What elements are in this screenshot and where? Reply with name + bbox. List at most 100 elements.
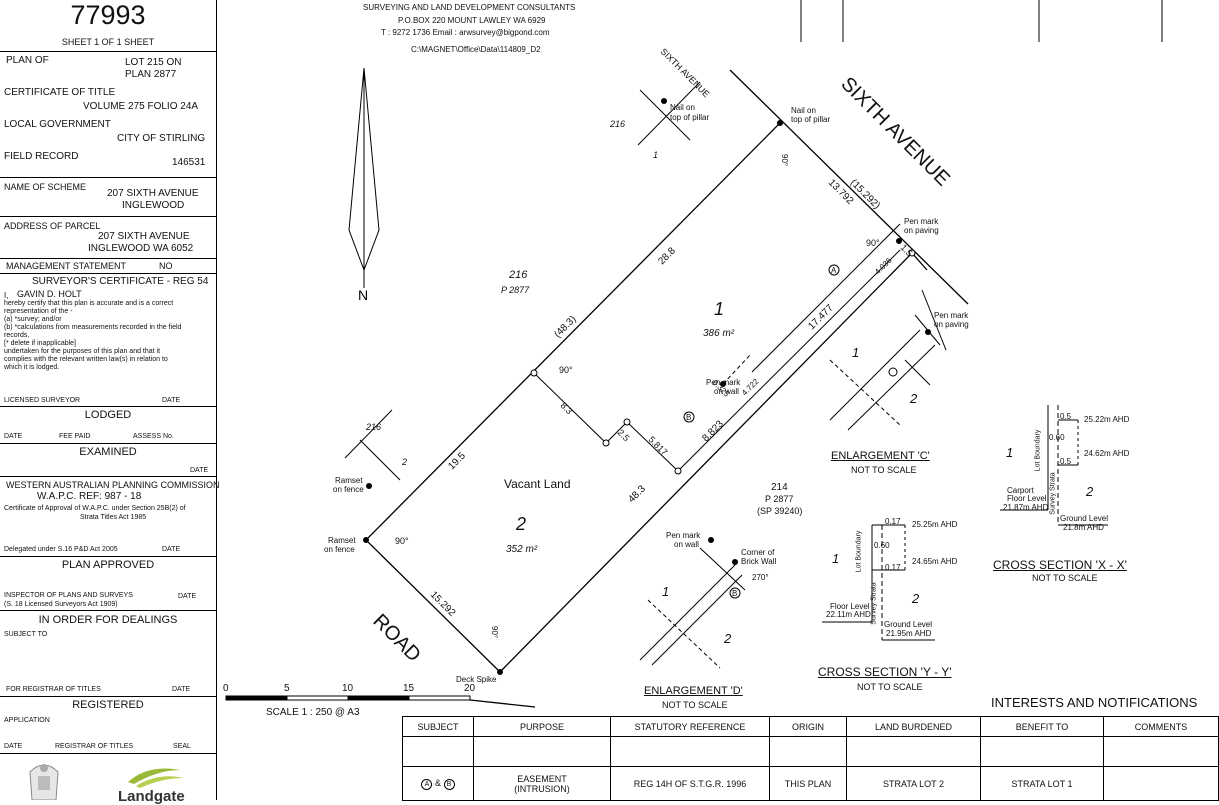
xx-floor-level: Floor Level <box>1007 494 1047 503</box>
ramset-1a: Ramset <box>335 476 363 485</box>
nail-pillar-1b: Nail on <box>791 106 816 115</box>
lot-214-sp: (SP 39240) <box>757 506 802 516</box>
plan-number: 77993 <box>70 0 146 30</box>
col-statutory: STATUTORY REFERENCE <box>610 716 770 737</box>
surveyor-cert-title: SURVEYOR'S CERTIFICATE - REG 54 <box>32 276 209 287</box>
col-origin: ORIGIN <box>769 716 847 737</box>
lot-2-enl-d: 2 <box>723 631 732 646</box>
road-name-sixth-avenue-small: SIXTH AVENUE <box>659 46 712 99</box>
licensed-surveyor-label: LICENSED SURVEYOR <box>4 397 81 404</box>
plan-of-value-1: LOT 215 ON <box>125 57 182 68</box>
application-label: APPLICATION <box>4 717 50 724</box>
cross-section-yy-scale: NOT TO SCALE <box>857 682 923 692</box>
yy-level-1: 25.25m AHD <box>912 520 958 529</box>
company-line-1: SURVEYING AND LAND DEVELOPMENT CONSULTAN… <box>363 3 576 12</box>
row-benefit: STRATA LOT 1 <box>980 766 1104 801</box>
certification-text: hereby certify that this plan is accurat… <box>4 300 182 371</box>
corner-brick-1: Corner of <box>741 548 775 557</box>
address-value-1: 207 SIXTH AVENUE <box>98 231 190 242</box>
field-record-label: FIELD RECORD <box>4 151 79 162</box>
lot-1-xx: 1 <box>1006 445 1013 460</box>
row-origin: THIS PLAN <box>769 766 847 801</box>
plan-info-panel: 77993 SHEET 1 OF 1 SHEET PLAN OF LOT 215… <box>0 0 220 804</box>
wapc-cert-2: Strata Titles Act 1985 <box>80 514 147 521</box>
plan-approved-title: PLAN APPROVED <box>61 559 155 571</box>
interests-header-row: SUBJECT PURPOSE STATUTORY REFERENCE ORIG… <box>402 716 1219 737</box>
nail-pillar-1a: Nail on <box>670 103 695 112</box>
road-name-road: ROAD <box>368 610 424 666</box>
registrar-titles-label: REGISTRAR OF TITLES <box>55 743 134 750</box>
row-purpose-2: (INTRUSION) <box>514 783 570 794</box>
interests-title: INTERESTS AND NOTIFICATIONS <box>991 695 1198 710</box>
lot-2-area: 352 m² <box>506 544 538 555</box>
landgate-logo <box>128 768 184 788</box>
for-registrar-label: FOR REGISTRAR OF TITLES <box>6 686 101 693</box>
lodged-title: LODGED <box>84 409 132 421</box>
in-order-title: IN ORDER FOR DEALINGS <box>38 614 178 626</box>
dim-15-292: 15.292 <box>428 589 458 619</box>
angle-270: 270° <box>752 573 769 582</box>
xx-carport: Carport <box>1007 486 1034 495</box>
lot-2-label: 2 <box>515 514 526 534</box>
cert-title-label: CERTIFICATE OF TITLE <box>4 87 116 98</box>
enlargement-c-scale: NOT TO SCALE <box>851 465 917 475</box>
lot-1-small: 1 <box>653 150 658 160</box>
dim-17-477: 17.477 <box>806 302 836 332</box>
crest-emblem <box>29 764 59 800</box>
examined-date-label: DATE <box>190 467 209 474</box>
company-line-2: P.O.BOX 220 MOUNT LAWLEY WA 6929 <box>398 16 546 25</box>
xx-survey-strata: Survey Strata <box>1049 472 1057 515</box>
col-land-burdened: LAND BURDENED <box>846 716 981 737</box>
ramset-1b: Ramset <box>328 536 356 545</box>
circle-b-1: B <box>686 413 691 422</box>
circle-b-2: B <box>732 589 737 598</box>
wapc-title: WESTERN AUSTRALIAN PLANNING COMMISSION <box>6 480 220 490</box>
dim-15-292-bracket: (15.292) <box>848 177 882 211</box>
company-line-3: T : 9272 1736 Email : arwsurvey@bigpond.… <box>381 28 550 37</box>
xx-level-1: 25.22m AHD <box>1084 415 1130 424</box>
xx-d1: 0.5 <box>1060 412 1072 421</box>
registered-title: REGISTERED <box>72 699 144 711</box>
yy-d1: 0.17 <box>885 517 901 526</box>
scale-tick-15: 15 <box>403 683 415 694</box>
row-comments <box>1103 766 1219 801</box>
registered-date-label: DATE <box>4 743 23 750</box>
nail-pillar-2b: top of pillar <box>791 115 830 124</box>
assess-no-label: ASSESS No. <box>133 433 174 440</box>
col-purpose: PURPOSE <box>473 716 611 737</box>
north-arrow <box>348 67 380 288</box>
lot-1-enl-c: 1 <box>852 345 859 360</box>
enlargement-d-scale: NOT TO SCALE <box>662 700 728 710</box>
row-purpose-1: EASEMENT <box>517 773 567 784</box>
xx-ground-value: 21.8m AHD <box>1063 523 1104 532</box>
dim-8-823: 8.823 <box>700 418 726 444</box>
lot-2-yy: 2 <box>911 591 920 606</box>
lot-1-yy: 1 <box>832 551 839 566</box>
lot-214-plan: P 2877 <box>765 494 793 504</box>
surveyor-date-label: DATE <box>162 397 181 404</box>
circle-b-symbol: B <box>443 778 455 790</box>
corner-brick-2: Brick Wall <box>741 557 776 566</box>
xx-lot-boundary: Lot Boundary <box>1034 429 1042 472</box>
circle-a-symbol: A <box>421 778 433 790</box>
scale-label: SCALE 1 : 250 @ A3 <box>266 707 360 718</box>
ramset-2b: on fence <box>324 545 355 554</box>
xx-floor-value: 21.87m AHD <box>1003 503 1049 512</box>
interests-table: SUBJECT PURPOSE STATUTORY REFERENCE ORIG… <box>402 716 1219 801</box>
col-comments: COMMENTS <box>1103 716 1219 737</box>
dim-19-5: 19.5 <box>446 450 468 472</box>
yy-d2: 0.60 <box>874 541 890 550</box>
angle-90-d: 90° <box>780 154 789 166</box>
yy-level-2: 24.65m AHD <box>912 557 958 566</box>
xx-ground-level: Ground Level <box>1060 514 1109 523</box>
examined-title: EXAMINED <box>79 446 137 458</box>
wapc-date-label: DATE <box>162 546 181 553</box>
cert-title-value: VOLUME 275 FOLIO 24A <box>83 101 199 112</box>
scale-tick-20: 20 <box>464 683 476 694</box>
address-value-2: INGLEWOOD WA 6052 <box>88 243 194 254</box>
scale-tick-5: 5 <box>284 683 290 694</box>
plan-of-label: PLAN OF <box>6 55 49 66</box>
yy-floor-value: 22.11m AHD <box>826 610 871 619</box>
surveyor-i: I, <box>4 291 9 300</box>
pen-paving-1a: Pen mark <box>904 217 939 226</box>
